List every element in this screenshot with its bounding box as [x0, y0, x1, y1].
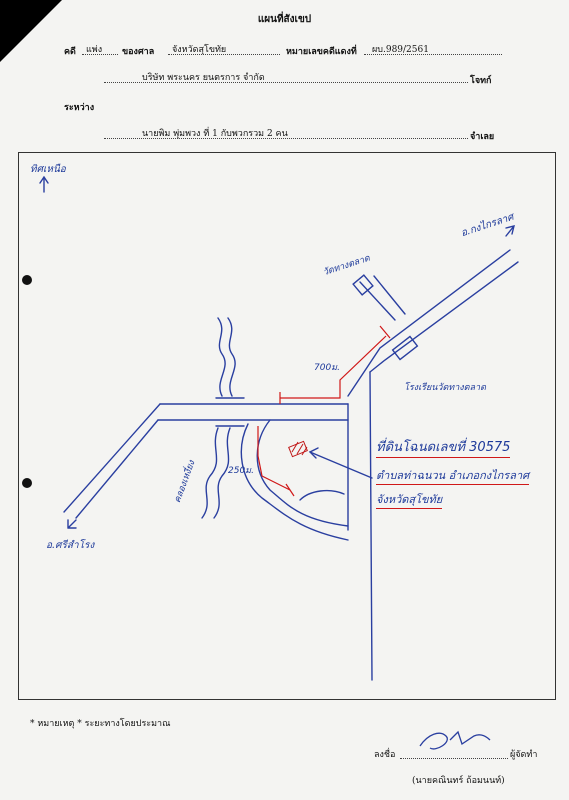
road-south-east-edge: [369, 371, 373, 681]
road-sri-samrong-edge-a: [63, 403, 161, 513]
road-kong-krailat-edge-a: [347, 249, 511, 397]
scan-corner-shadow: [0, 0, 62, 62]
case-type: แพ่ง: [86, 45, 103, 55]
canal-upper-line-b: [227, 317, 236, 397]
land-pointer-arrow-icon: [308, 447, 319, 459]
distance-250-label: 250ม.: [228, 466, 254, 476]
case-number: ผบ.989/2561: [372, 45, 429, 55]
defendant-role: จำเลย: [470, 132, 495, 142]
canal-upper-line-a: [217, 317, 226, 397]
distance-250-tick: [285, 483, 295, 497]
signer-name: (นายคณินทร์ ถ้อมนนท์): [412, 776, 505, 786]
document-title: แผนที่สังเขป: [257, 14, 312, 25]
punch-hole-bottom: [22, 478, 32, 488]
court-label: ของศาล: [122, 47, 155, 57]
plaintiff-name: บริษัท พระนคร ยนตรการ จำกัด: [142, 73, 265, 83]
road-loop-inner: [256, 419, 349, 527]
road-sri-samrong-edge-b: [75, 419, 159, 519]
road-loop-cap: [299, 489, 345, 501]
case-type-line: [82, 44, 118, 55]
sketch-map-frame: [18, 152, 556, 700]
signature-line: [400, 748, 508, 759]
road-temple-edge-a: [359, 281, 396, 321]
distance-250-marker: [257, 426, 291, 491]
court-name: จังหวัดสุโขทัย: [172, 45, 227, 55]
case-number-line: [364, 44, 502, 55]
road-kong-krailat-edge-b: [369, 261, 519, 373]
court-name-line: [168, 44, 280, 55]
plaintiff-role: โจทก์: [470, 76, 492, 86]
land-pointer-line: [309, 451, 373, 479]
punch-hole-top: [22, 275, 32, 285]
land-label-line-1: ที่ดินโฉนดเลขที่ 30575: [376, 436, 511, 458]
distance-700-marker: [280, 335, 387, 399]
north-arrow-icon: [39, 175, 49, 193]
signature-label: ลงชื่อ: [374, 750, 396, 760]
defendant-line: [104, 128, 468, 139]
between-label: ระหว่าง: [64, 103, 95, 113]
arrow-sri-samrong-icon: [67, 519, 77, 529]
canal-lower-line-b: [213, 427, 231, 519]
road-temple-edge-b: [373, 275, 406, 315]
school-label: โรงเรียนวัดทางตลาด: [404, 383, 486, 393]
north-label: ทิศเหนือ: [30, 164, 66, 175]
distance-700-tick-b: [379, 325, 391, 339]
defendant-name: นายพิม พุ่มพวง ที่ 1 กับพวกรวม 2 คน: [142, 129, 288, 139]
plaintiff-line: [104, 72, 468, 83]
road-loop-outer: [240, 423, 349, 541]
school-building: [391, 335, 419, 361]
distance-700-label: 700ม.: [314, 363, 340, 373]
temple-building: [352, 274, 374, 296]
footer-note: * หมายเหตุ * ระยะทางโดยประมาณ: [30, 719, 171, 729]
arrow-kong-krailat-icon: [505, 225, 515, 237]
canal-lower-line-a: [201, 427, 219, 519]
case-number-label: หมายเลขคดีแดงที่: [286, 47, 357, 57]
to-sri-samrong-label: อ.ศรีสำโรง: [46, 540, 95, 551]
land-label-line-3: จังหวัดสุโขทัย: [376, 490, 443, 509]
land-parcel-icon: [288, 440, 308, 458]
case-label: คดี: [64, 47, 76, 57]
signature-role: ผู้จัดทำ: [510, 750, 538, 760]
land-label-line-2: ตำบลท่าฉนวน อำเภอกงไกรลาศ: [376, 466, 530, 485]
